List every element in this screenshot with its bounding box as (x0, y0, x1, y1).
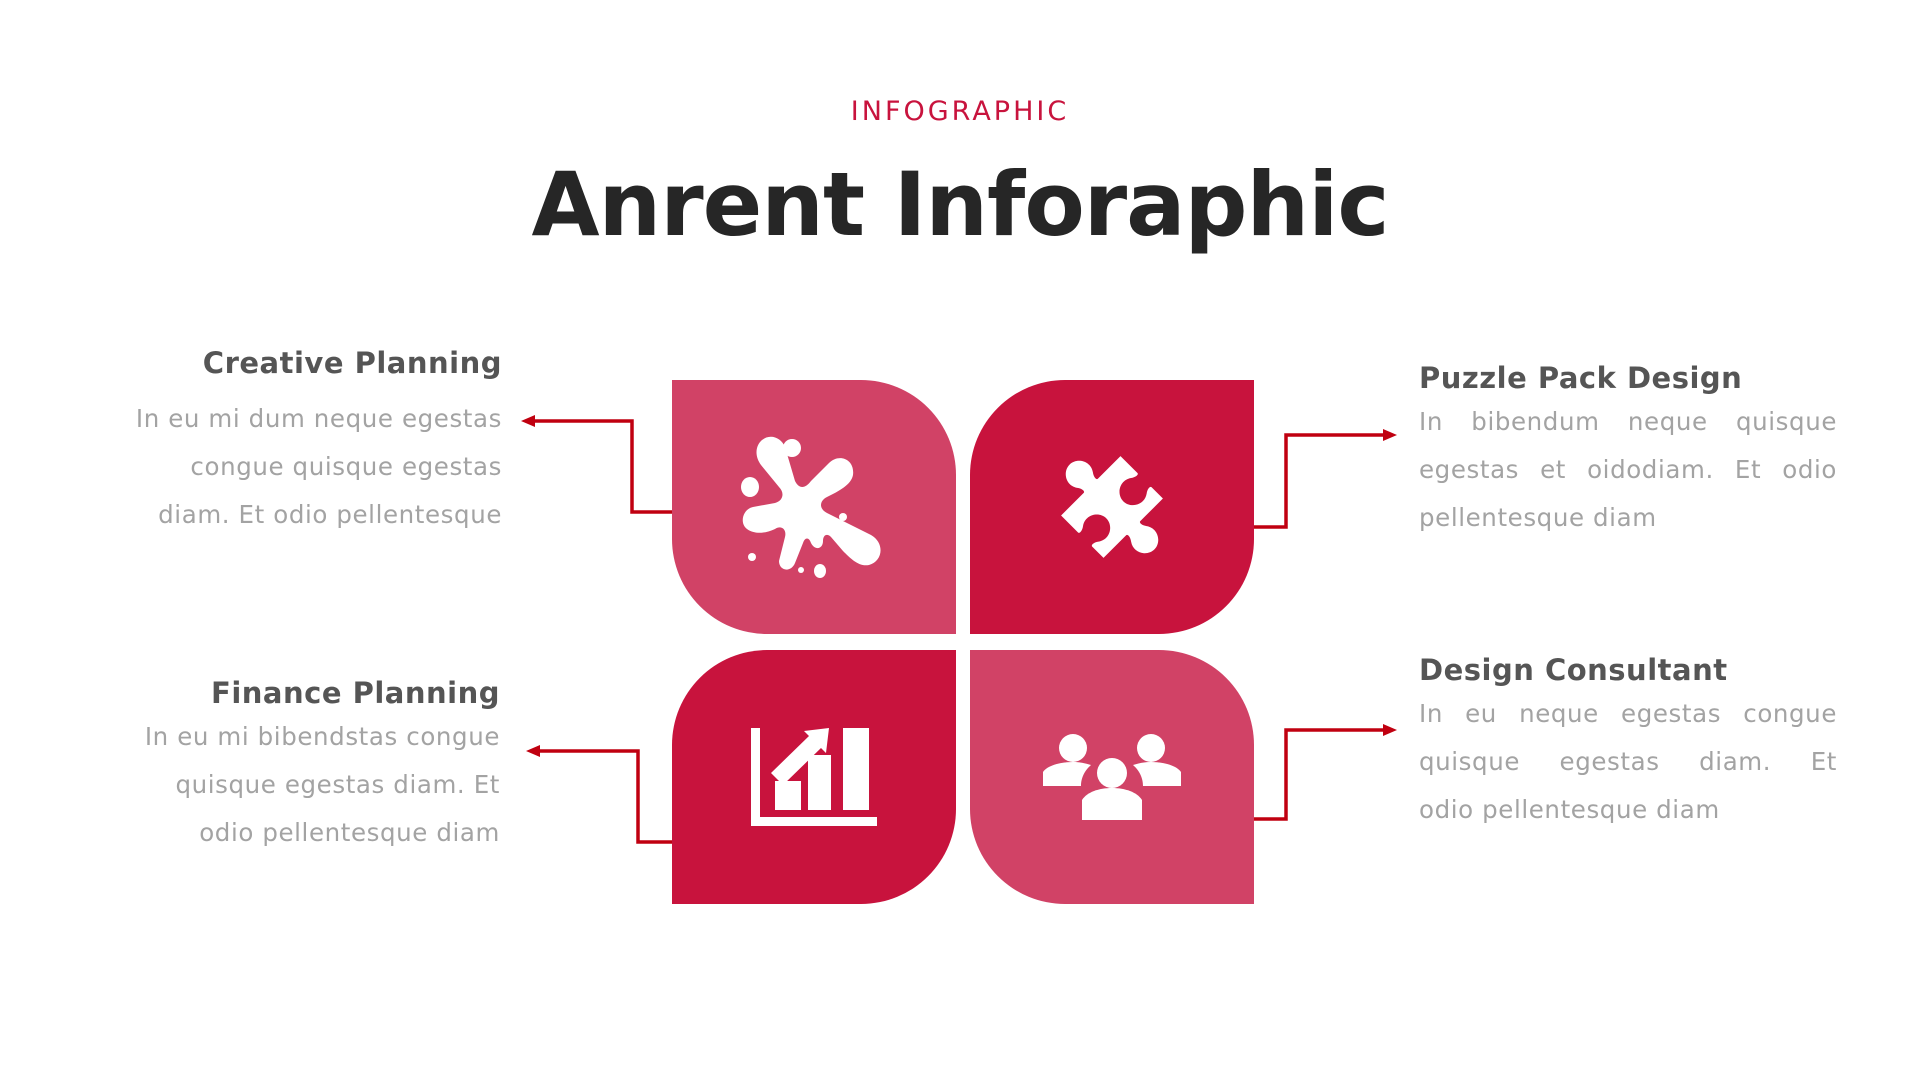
item-description: In eu mi dum neque egestas congue quisqu… (72, 395, 502, 539)
item-heading: Finance Planning (211, 676, 500, 710)
arrowhead-consultant (1383, 724, 1397, 736)
item-heading: Creative Planning (202, 346, 502, 380)
item-description: In eu neque egestas congue quisque egest… (1419, 690, 1837, 834)
description-line: In eu mi dum neque egestas (135, 404, 502, 433)
description-line: In bibendum neque quisque (1419, 407, 1837, 436)
item-design-consultant: Design Consultant In eu neque egestas co… (1419, 650, 1837, 834)
item-creative-planning: Creative Planning In eu mi dum neque ege… (72, 343, 502, 539)
description-line: diam. Et odio pellentesque (158, 500, 502, 529)
description-line: congue quisque egestas (190, 452, 502, 481)
arrowhead-creative (521, 415, 535, 427)
item-finance-planning: Finance Planning In eu mi bibendstas con… (70, 673, 500, 857)
description-line: In eu mi bibendstas congue (144, 722, 500, 751)
description-line: In eu neque egestas congue (1419, 699, 1837, 728)
tile-puzzle-pack-design (970, 380, 1254, 634)
team-group-icon (1043, 734, 1181, 820)
bar-chart-growth-icon (751, 728, 877, 826)
connector-puzzle (1254, 433, 1386, 529)
item-heading: Puzzle Pack Design (1419, 361, 1743, 395)
eyebrow-label: INFOGRAPHIC (850, 96, 1070, 127)
arrowhead-puzzle (1383, 429, 1397, 441)
item-puzzle-pack-design: Puzzle Pack Design In bibendum neque qui… (1419, 358, 1837, 542)
item-description: In eu mi bibendstas congue quisque egest… (70, 713, 500, 857)
tile-design-consultant (970, 650, 1254, 904)
description-line: egestas et oidodiam. Et odio (1419, 455, 1837, 484)
connector-finance (537, 749, 672, 844)
item-description: In bibendum neque quisque egestas et oid… (1419, 398, 1837, 542)
connector-consultant (1254, 728, 1386, 821)
tile-creative-planning (672, 380, 956, 634)
item-heading: Design Consultant (1419, 653, 1728, 687)
description-line: pellentesque diam (1419, 503, 1657, 532)
connector-creative (532, 419, 672, 514)
description-line: odio pellentesque diam (199, 818, 500, 847)
page-title: Anrent Inforaphic (531, 153, 1389, 256)
description-line: odio pellentesque diam (1419, 795, 1720, 824)
description-line: quisque egestas diam. Et (175, 770, 500, 799)
paint-splash-icon (741, 436, 881, 578)
description-line: quisque egestas diam. Et (1419, 747, 1837, 776)
arrowhead-finance (526, 745, 540, 757)
puzzle-piece-icon (1061, 456, 1163, 558)
tile-finance-planning (672, 650, 956, 904)
